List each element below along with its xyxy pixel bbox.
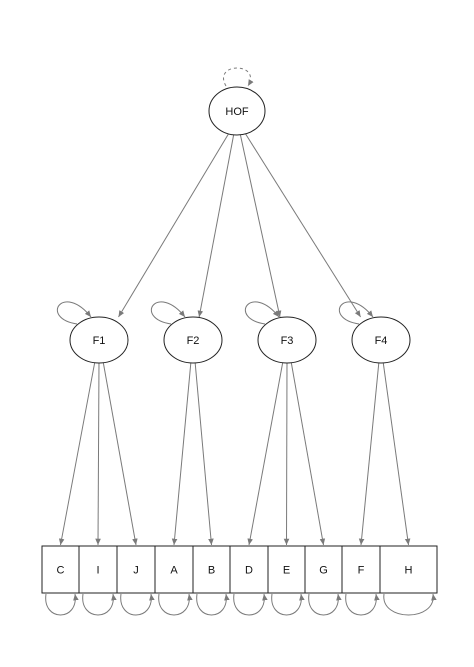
hof-node: HOF [208, 86, 266, 136]
indicator-box-H [379, 545, 438, 594]
indicator-label-B: B [208, 565, 215, 577]
loading-arrow-F3-D [247, 360, 284, 546]
nodes-layer: HOF F1 F2 F3 F4C I J A B D E G F H [41, 86, 438, 594]
indicator-node-H: H [379, 545, 438, 594]
indicator-label-C: C [57, 565, 65, 577]
hof-node-label: HOF [225, 106, 249, 118]
indicator-node-A: A [154, 545, 194, 594]
indicator-node-C: C [41, 545, 80, 594]
indicator-node-I: I [78, 545, 118, 594]
indicator-label-G: G [319, 565, 328, 577]
loading-arrow-HOF-F2 [197, 132, 235, 318]
residual-loop-A [158, 593, 193, 616]
indicator-label-F: F [358, 565, 365, 577]
residual-loop-B [196, 593, 230, 616]
residual-loop-D [233, 593, 268, 616]
residual-loop-J [120, 593, 155, 616]
residual-loop-F3 [245, 301, 280, 325]
factor-node-F1-label: F1 [93, 335, 106, 347]
indicator-box-F [341, 545, 381, 594]
factor-node-F4: F4 [351, 316, 411, 364]
variance-loops-layer [45, 67, 437, 616]
indicator-node-G: G [304, 545, 343, 594]
indicator-box-I [78, 545, 118, 594]
residual-loop-E [271, 593, 305, 616]
hof-node-shape [208, 86, 266, 136]
residual-loop-F1 [57, 301, 92, 325]
indicator-label-A: A [170, 565, 178, 577]
indicator-box-G [304, 545, 343, 594]
indicator-node-F: F [341, 545, 381, 594]
loading-arrow-F1-I [95, 360, 101, 546]
factor-node-F4-shape [351, 316, 411, 364]
residual-loop-H [383, 593, 437, 616]
factor-node-F1: F1 [69, 316, 129, 364]
indicator-label-I: I [96, 565, 99, 577]
indicator-box-E [267, 545, 306, 594]
loading-arrow-HOF-F4 [244, 132, 362, 318]
loading-arrow-F1-J [102, 360, 138, 546]
loading-arrow-HOF-F1 [118, 132, 230, 318]
loading-arrow-F3-E [283, 360, 290, 546]
indicator-node-J: J [116, 545, 156, 594]
indicator-label-E: E [283, 565, 290, 577]
factor-node-F1-shape [69, 316, 129, 364]
factor-node-F3: F3 [257, 316, 317, 364]
residual-loop-C [45, 593, 79, 616]
residual-loop-F4 [339, 301, 374, 325]
loading-arrow-F3-G [290, 360, 326, 546]
indicator-node-E: E [267, 545, 306, 594]
indicator-box-J [116, 545, 156, 594]
loading-arrow-HOF-F3 [239, 132, 282, 318]
indicator-box-A [154, 545, 194, 594]
residual-loop-G [308, 593, 342, 616]
edges-layer [58, 132, 411, 546]
residual-loop-F [345, 593, 380, 616]
factor-node-F3-label: F3 [281, 335, 294, 347]
loading-arrow-F2-A [171, 360, 192, 546]
indicator-label-D: D [245, 565, 253, 577]
factor-node-F2: F2 [163, 316, 223, 364]
factor-node-F2-label: F2 [187, 335, 200, 347]
loading-arrow-F4-H [382, 360, 411, 546]
loading-arrow-F2-B [194, 360, 214, 546]
hof-variance-loop [223, 67, 254, 87]
indicator-label-H: H [405, 565, 413, 577]
indicator-node-D: D [229, 545, 269, 594]
indicator-node-B: B [192, 545, 231, 594]
factor-node-F2-shape [163, 316, 223, 364]
loading-arrow-F4-F [358, 360, 380, 546]
residual-loop-F2 [151, 301, 186, 325]
indicator-box-D [229, 545, 269, 594]
factor-node-F3-shape [257, 316, 317, 364]
indicator-label-J: J [133, 565, 139, 577]
residual-loop-I [82, 593, 117, 616]
factor-node-F4-label: F4 [375, 335, 388, 347]
loading-arrow-F1-C [58, 360, 96, 546]
